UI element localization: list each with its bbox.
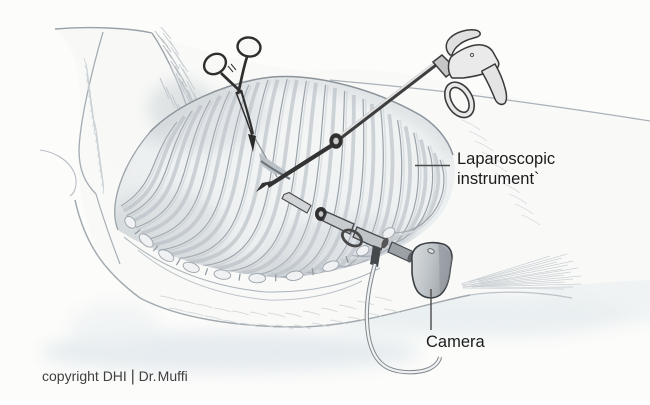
svg-text:Laparoscopic: Laparoscopic bbox=[457, 150, 555, 168]
svg-text:Camera: Camera bbox=[426, 333, 486, 351]
svg-text:copyright DHI | Dr. Muffi: copyright DHI | Dr. Muffi bbox=[42, 368, 188, 385]
svg-text:instrument`: instrument` bbox=[457, 170, 540, 188]
